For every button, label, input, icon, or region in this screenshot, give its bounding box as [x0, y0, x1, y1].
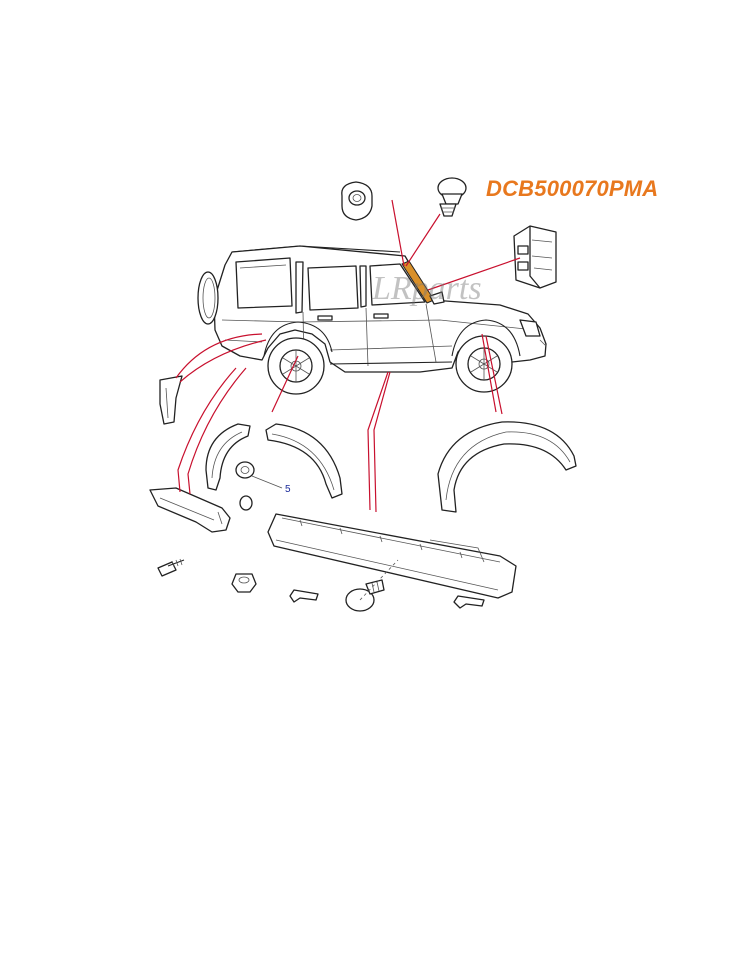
- front-wheel-icon: [455, 335, 513, 393]
- clip-nut-icon: [231, 573, 257, 593]
- sill-push-clip-icon: [345, 579, 385, 612]
- sill-moulding-icon: [267, 513, 517, 599]
- screw-icon: [157, 558, 185, 577]
- vehicle-side-view-icon: [197, 245, 547, 395]
- rear-sill-extension-icon: [149, 487, 231, 533]
- rear-quarter-moulding-icon: [159, 375, 183, 425]
- rear-wheel-arch-moulding-front-icon: [205, 423, 251, 491]
- rear-wheel-icon: [267, 337, 325, 395]
- rear-wheel-arch-moulding-rear-icon: [265, 423, 343, 499]
- watermark-text: LRparts: [372, 270, 482, 307]
- flange-nut-icon: [341, 181, 373, 221]
- leader-lines: [175, 199, 521, 601]
- retaining-clip-left-icon: [289, 589, 319, 603]
- bracket-clip-icon: [513, 225, 557, 289]
- callout-5: 5: [285, 484, 291, 495]
- part-number-label: DCB500070PMA: [486, 176, 659, 201]
- grommet-icon: [235, 461, 255, 511]
- retaining-clip-right-icon: [453, 595, 485, 609]
- front-wheel-arch-moulding-icon: [437, 421, 577, 513]
- push-clip-icon: [437, 177, 467, 217]
